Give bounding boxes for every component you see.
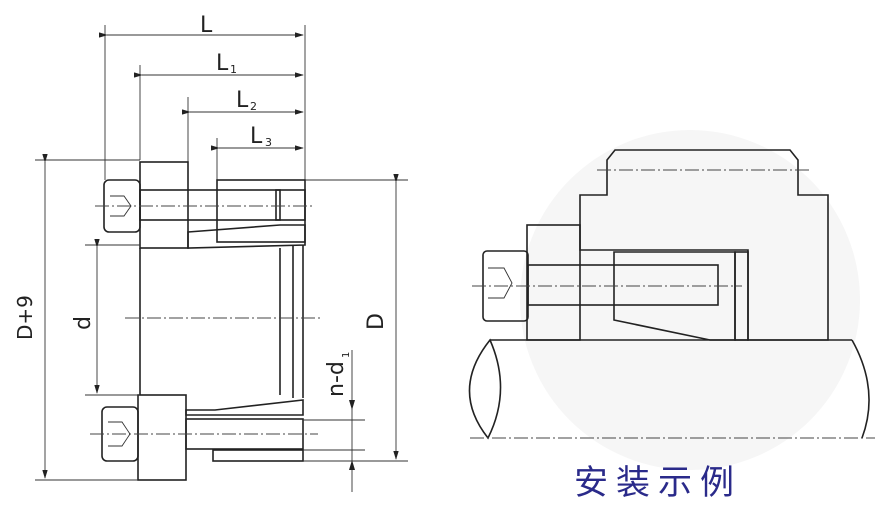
dim-L1: L [216, 51, 229, 76]
dim-outer-D9: D+9 [13, 295, 37, 340]
left-section-view: L L 1 L 2 L 3 D+9 [13, 13, 408, 492]
dim-bore-d: d [71, 316, 96, 330]
dim-L2-sub: 2 [250, 100, 257, 113]
dim-holes-sub: 1 [341, 352, 352, 358]
installation-example-view [468, 130, 875, 470]
dim-L3-sub: 3 [265, 136, 272, 149]
dim-L3: L [250, 124, 263, 149]
dim-L: L [200, 13, 213, 38]
dim-L1-sub: 1 [230, 63, 237, 76]
dim-D: D [364, 313, 389, 330]
dim-L2: L [236, 88, 249, 113]
dim-holes: n-d [324, 361, 349, 397]
installation-example-caption: 安装示例 [574, 463, 742, 503]
